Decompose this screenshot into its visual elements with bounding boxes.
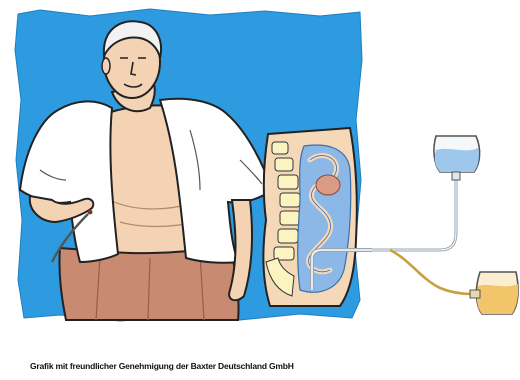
peritoneal-dialysis-illustration <box>0 0 520 362</box>
supply-bag <box>434 136 480 180</box>
bladder <box>316 175 340 195</box>
drain-bag-fluid <box>477 284 518 314</box>
catheter-exit-site <box>88 210 93 215</box>
supply-tube <box>372 178 456 250</box>
head <box>102 21 161 98</box>
tubing <box>372 178 472 294</box>
supply-bag-fluid <box>435 148 479 172</box>
drain-tube <box>390 250 472 294</box>
drain-bag <box>470 272 518 314</box>
image-credit: Grafik mit freundlicher Genehmigung der … <box>30 361 294 371</box>
